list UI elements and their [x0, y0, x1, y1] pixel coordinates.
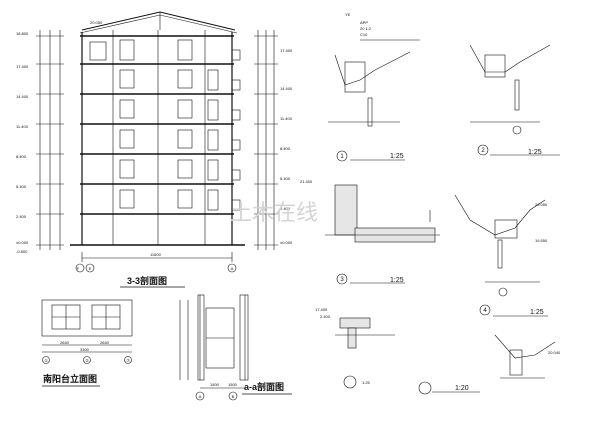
balcony-axis-1: ① — [44, 358, 48, 363]
detail-2-scale: 1:25 — [528, 149, 542, 156]
detail-level-21400: 21.400 — [300, 179, 313, 184]
detail-4 — [479, 304, 556, 379]
detail-3 — [325, 184, 440, 285]
detail-2-num: 2 — [481, 148, 485, 154]
aa-title: a-a剖面图 — [244, 381, 284, 392]
detail-3-num: 3 — [340, 277, 344, 283]
balcony-right — [231, 49, 241, 211]
elev-right-1: 14.400 — [280, 86, 293, 91]
small-detail — [335, 317, 480, 395]
section-title: 3-3剖面图 — [127, 275, 167, 286]
elev-right-5: 2.400 — [280, 206, 291, 211]
detail-level-20040: 20.040 — [548, 350, 561, 355]
right-elevations: 17.400 14.400 11.400 8.400 5.400 2.400 ±… — [280, 48, 293, 245]
elev-right-3: 8.400 — [280, 146, 291, 151]
elev-left-0: 18.800 — [16, 31, 29, 36]
elev-left-6: 2.400 — [16, 214, 27, 219]
detail-1 — [328, 39, 420, 162]
elev-left-4: 8.400 — [16, 154, 27, 159]
elev-left-3: 11.400 — [16, 124, 29, 129]
aa-axis-b: B — [232, 394, 235, 399]
detail-level-17400: 17.400 — [315, 307, 328, 312]
detail-4-num: 4 — [483, 308, 487, 314]
top-elevation: 20.050 — [90, 20, 103, 25]
detail-level-20050: 20.050 — [535, 202, 548, 207]
aa-axis-a: A — [199, 394, 202, 399]
bottom-dimension: 11600 — [150, 252, 162, 257]
aa-dim-2: 1500 — [228, 382, 238, 387]
balcony-elevation — [41, 299, 133, 364]
elev-right-0: 17.400 — [280, 48, 293, 53]
elev-left-8: -0.600 — [16, 249, 28, 254]
small-scale-2: 1:20 — [455, 385, 469, 392]
balcony-dim-1: 2640 — [60, 340, 70, 345]
detail-5 — [454, 194, 546, 297]
detail-3-scale: 1:25 — [390, 277, 404, 284]
elev-right-6: ±0.000 — [280, 240, 293, 245]
watermark: 土木在线 — [230, 200, 318, 225]
balcony-dim-3: 3300 — [80, 347, 90, 352]
ys-label-1: YE — [345, 12, 351, 17]
elev-left-1: 17.400 — [16, 64, 29, 69]
axis-f: F — [77, 266, 80, 271]
ys-label-2: APP — [360, 20, 368, 25]
axis-e: E — [89, 266, 92, 271]
elev-right-2: 11.400 — [280, 116, 293, 121]
detail-1-scale: 1:25 — [390, 153, 404, 160]
detail-4-scale: 1:25 — [530, 309, 544, 316]
detail-level-2400: 2.400 — [320, 314, 331, 319]
windows — [89, 39, 219, 211]
aa-dim-1: 1500 — [210, 382, 220, 387]
small-scale-1: 1:25 — [362, 380, 371, 385]
balcony-title: 南阳台立面图 — [43, 373, 97, 384]
detail-1-num: 1 — [340, 154, 344, 160]
axis-a: A — [231, 266, 234, 271]
left-elevations: 18.800 17.400 14.400 11.400 8.400 5.400 … — [16, 31, 29, 254]
section-3-3 — [36, 11, 278, 273]
aa-section — [179, 294, 249, 401]
balcony-axis-2: ② — [85, 358, 89, 363]
detail-level-19550: 19.550 — [535, 238, 548, 243]
elev-left-7: ±0.000 — [16, 240, 29, 245]
floor-slabs — [70, 35, 245, 246]
balcony-dim-2: 2640 — [100, 340, 110, 345]
ys-label-3: 20 1:2 — [360, 26, 372, 31]
balcony-axis-3: ⑦ — [126, 358, 130, 363]
ys-label-4: C10 — [360, 32, 368, 37]
elev-left-2: 14.400 — [16, 94, 29, 99]
elev-right-4: 5.400 — [280, 176, 291, 181]
elev-left-5: 5.400 — [16, 184, 27, 189]
detail-2 — [469, 44, 560, 156]
